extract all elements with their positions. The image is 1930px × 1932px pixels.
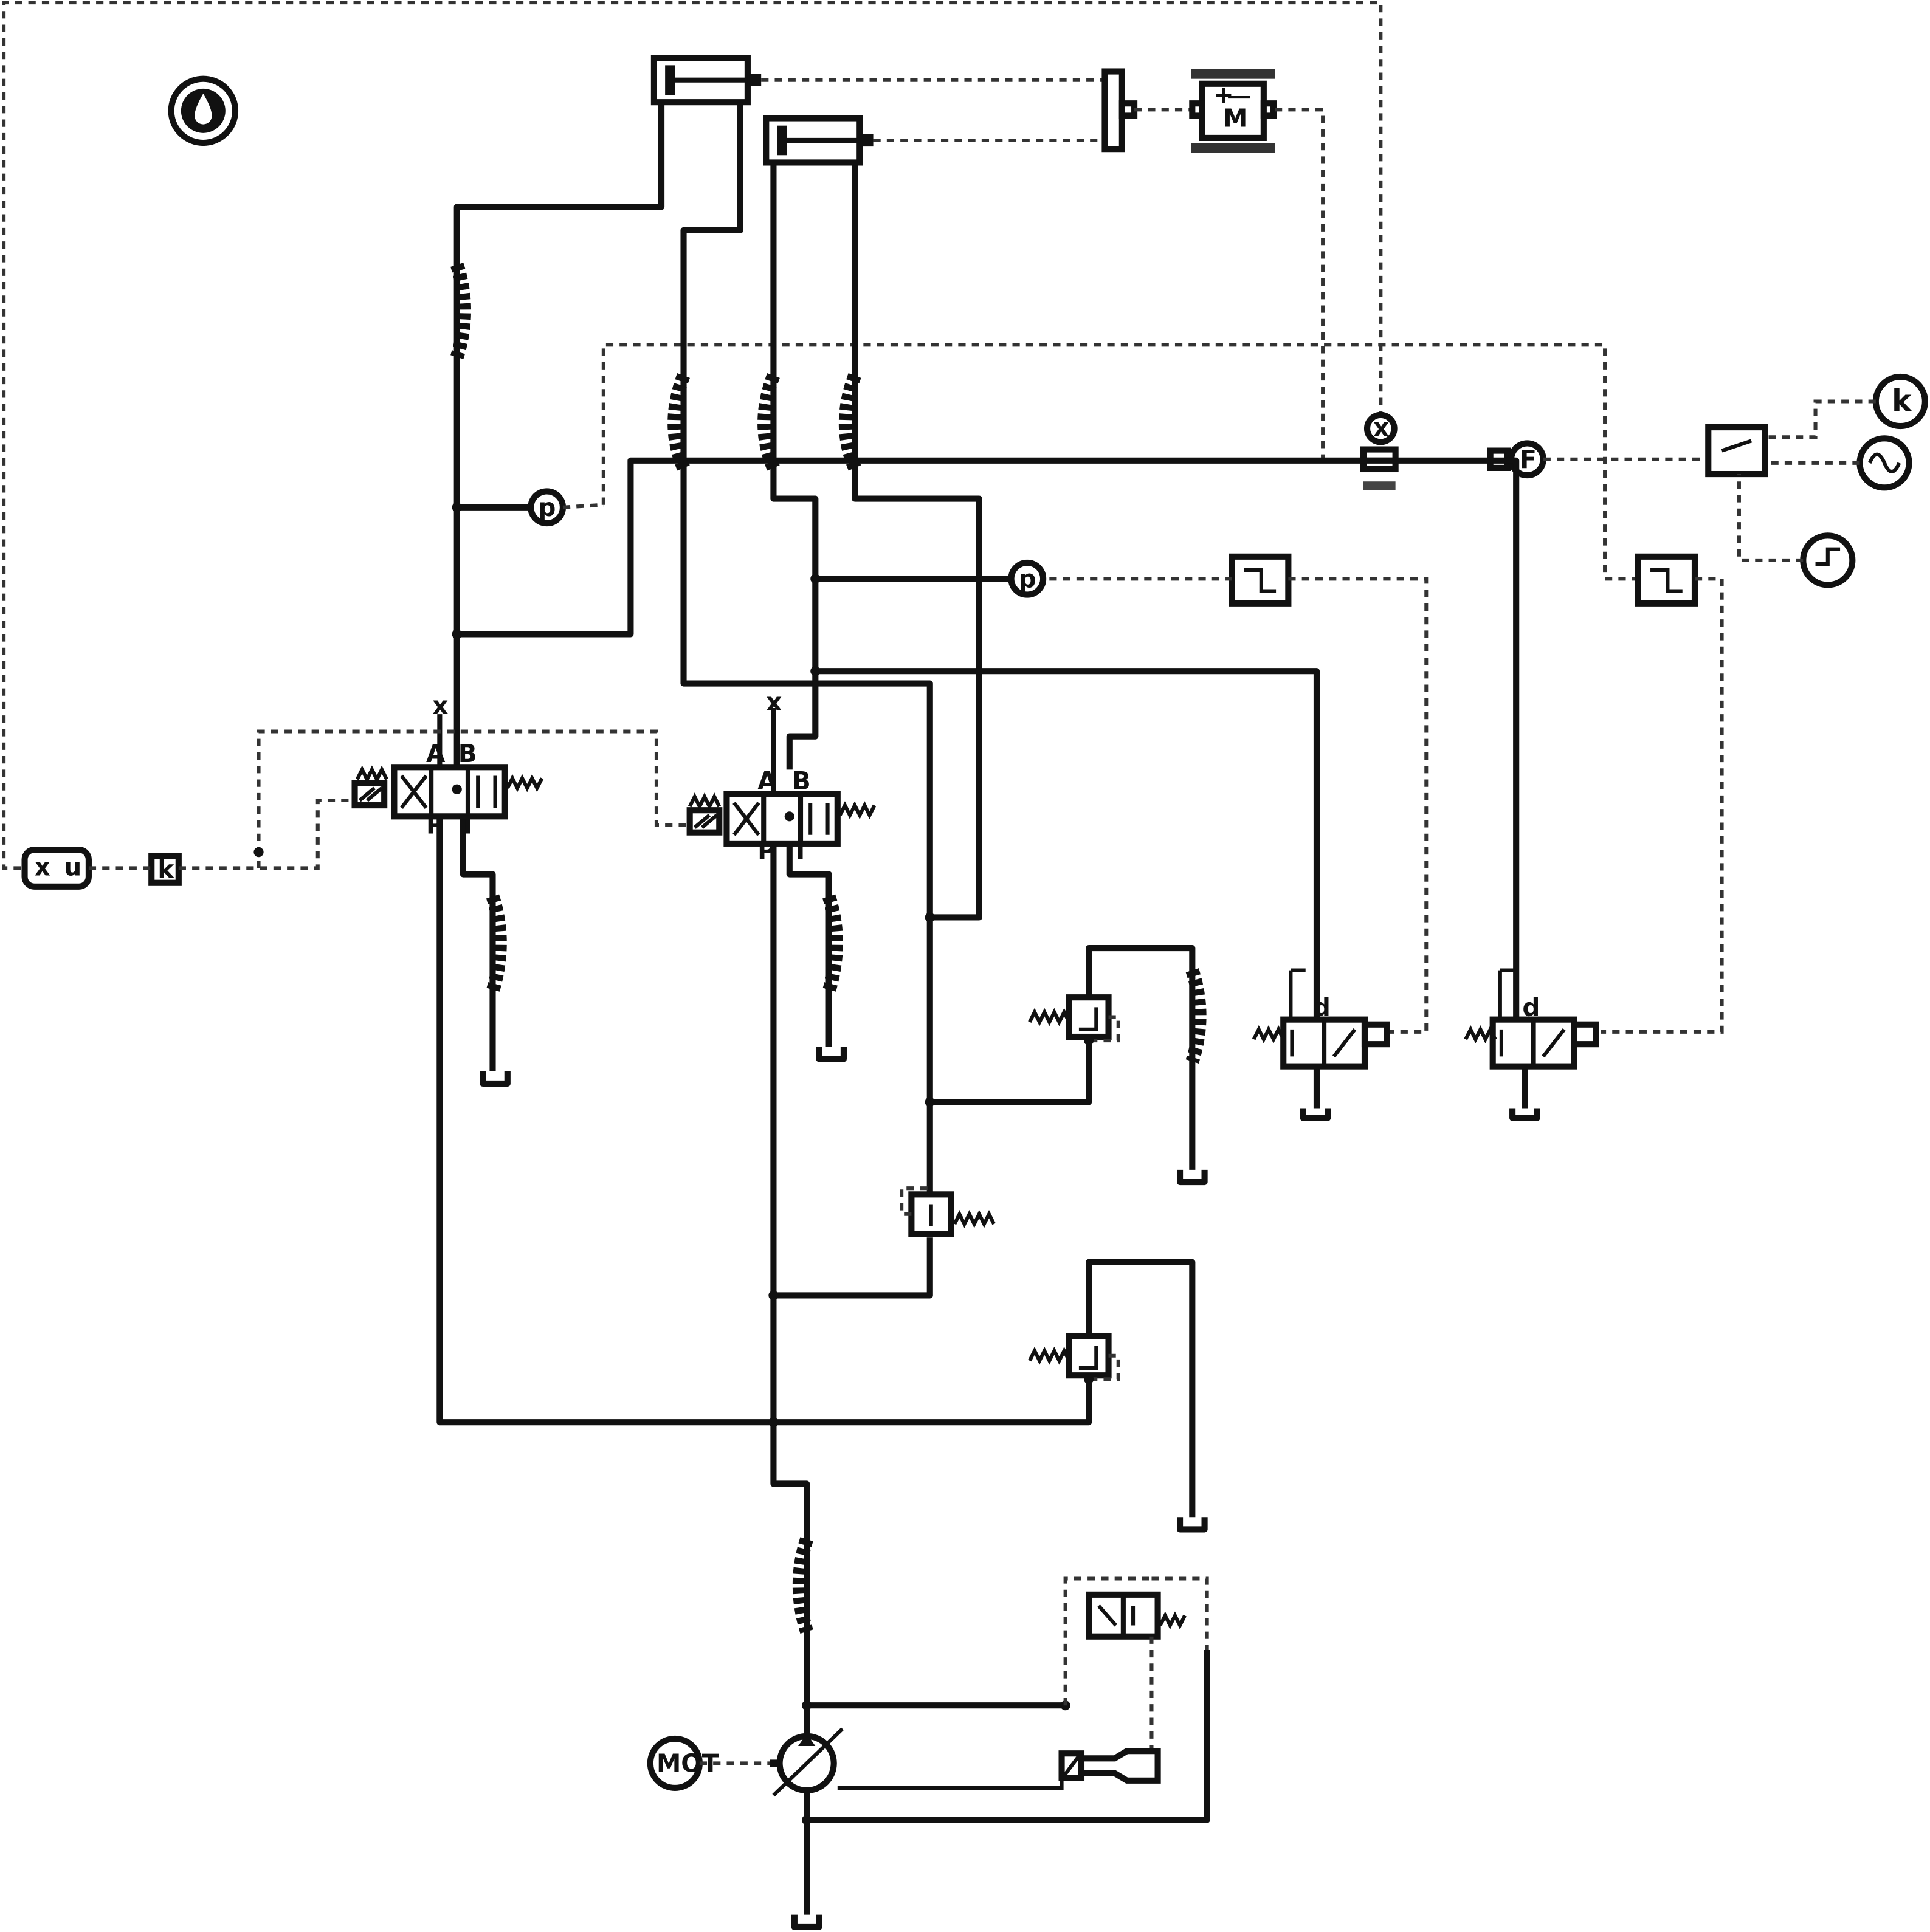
directional-valve-4: d [1464,968,1599,1070]
variable-displacement-pump [770,1727,844,1797]
dir-valve-4-d-label: d [1522,993,1540,1022]
position-sensor: x [1360,411,1399,490]
gain-block-label: k [157,855,174,884]
hydraulic-lines [436,102,1528,1915]
force-source: F [1487,440,1546,479]
hydraulic-cylinder-1 [650,55,762,106]
directional-valve-2: x A B P T [686,687,877,865]
svg-text:x: x [766,687,782,717]
fluid-properties-icon [168,75,239,146]
position-feedback-signal-line [2,1,1383,870]
directional-valve-3: d [1252,968,1390,1070]
hydraulic-cylinder-2 [763,115,874,166]
valve1-P-label: P [426,811,444,840]
relief-valve-1 [1028,994,1120,1046]
pressure-sensor-1: p [528,488,567,527]
step-function-block-2 [1635,553,1698,607]
mass-block: M + [1189,69,1277,153]
pressure-sensor-1-label: p [538,493,556,522]
signal-switch [1705,424,1768,478]
mass-label: M [1223,104,1247,133]
valve1-T-label: T [460,811,477,840]
control-cylinder [837,1748,1161,1790]
constant-source-k: k [1872,373,1928,430]
motor-label: MOT [657,1749,719,1778]
constant-source-label: k [1892,385,1912,419]
tanks [480,1047,1540,1930]
svg-text:+: + [1213,80,1234,109]
valve2-B-label: B [792,766,811,796]
step-function-block-1 [1229,553,1292,607]
valve2-P-label: P [757,836,776,865]
position-sensor-label: x [1373,413,1389,442]
relief-valve-3 [1028,1333,1120,1384]
pressure-sensor-2-label: p [1019,564,1036,593]
flexible-hoses [450,263,1207,1634]
mechanical-coupling-bar [1101,68,1138,153]
directional-valve-1: x A B P T [351,691,544,840]
transducer-x-label: x [35,853,50,882]
displacement-transducer: x u [21,846,92,890]
transducer-u-label: u [64,853,81,882]
valve1-B-label: B [458,739,477,768]
force-source-label: F [1520,445,1537,474]
gain-block: k [148,853,182,886]
valve2-A-label: A [757,766,777,796]
valve1-A-label: A [426,739,446,768]
sine-source [1856,435,1912,491]
svg-text:x: x [432,691,448,720]
step-time-source [1800,532,1856,588]
relief-valve-2 [900,1186,996,1237]
dir-valve-3-d-label: d [1313,993,1331,1022]
valve2-T-label: T [792,836,809,865]
pump-control-valve [1063,1576,1209,1749]
pressure-sensor-2: p [1008,559,1047,598]
motor: MOT [647,1735,719,1792]
